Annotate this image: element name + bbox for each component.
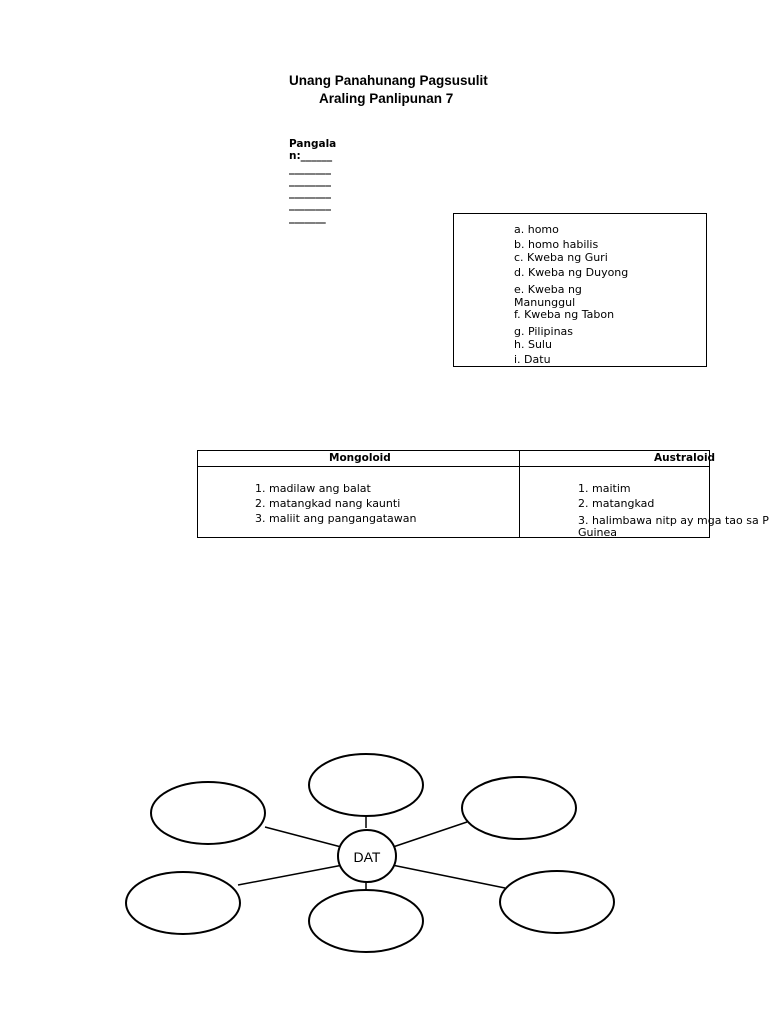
name-field-line: _______ [289, 211, 326, 224]
choice-item: b. homo habilis [514, 238, 599, 251]
title-line-2: Araling Panlipunan 7 [319, 91, 454, 106]
bottom-right-bubble [499, 870, 615, 934]
table-column-divider [519, 451, 520, 537]
header-mongoloid: Mongoloid [329, 452, 391, 464]
choice-item: g. Pilipinas [514, 325, 574, 338]
title-line-1: Unang Panahunang Pagsusulit [289, 73, 488, 88]
choice-item: a. homo [514, 223, 559, 236]
center-bubble-label: DAT [354, 849, 381, 865]
choice-item: c. Kweba ng Guri [514, 251, 608, 264]
name-field: Pangala n:______ ________ ________ _____… [289, 138, 336, 224]
choice-item: h. Sulu [514, 338, 552, 351]
bottom-center-bubble [308, 889, 424, 953]
name-field-line: ________ [289, 187, 331, 200]
choice-item: e. Kweba ng [514, 283, 582, 296]
mongoloid-trait: 1. madilaw ang balat [255, 482, 371, 495]
mongoloid-trait: 3. maliit ang pangangatawan [255, 512, 417, 525]
top-left-bubble [150, 781, 266, 845]
choice-item: i. Datu [514, 353, 551, 366]
header-australoid: Australoid [654, 452, 716, 464]
connector-line [237, 864, 344, 886]
concept-map-diagram: DAT [125, 753, 615, 953]
connector-line [391, 864, 506, 889]
choice-item: f. Kweba ng Tabon [514, 308, 615, 321]
name-field-line: n:______ [289, 150, 333, 163]
center-bubble [337, 829, 397, 883]
top-right-bubble [461, 776, 577, 840]
australoid-trait: 1. maitim [578, 482, 631, 495]
race-table: Mongoloid Australoid 1. madilaw ang bala… [197, 450, 769, 539]
name-field-line: Pangala [289, 138, 337, 150]
bottom-left-bubble [125, 871, 241, 935]
top-center-bubble [308, 753, 424, 817]
choice-item: d. Kweba ng Duyong [514, 266, 629, 279]
connector-line [389, 821, 468, 849]
australoid-trait: 3. halimbawa nitp ay mga tao sa P [578, 514, 769, 527]
mongoloid-trait: 2. matangkad nang kaunti [255, 497, 401, 510]
name-field-line: ________ [289, 162, 331, 175]
choice-item: Manunggul [514, 296, 576, 309]
choices-box: a. homo b. homo habilis c. Kweba ng Guri… [453, 213, 707, 367]
name-field-line: ________ [289, 199, 331, 212]
connector-line [264, 826, 346, 849]
name-field-line: ________ [289, 174, 331, 187]
australoid-trait: 2. matangkad [578, 497, 655, 510]
australoid-trait: Guinea [578, 526, 618, 539]
table-header-row [198, 451, 709, 467]
